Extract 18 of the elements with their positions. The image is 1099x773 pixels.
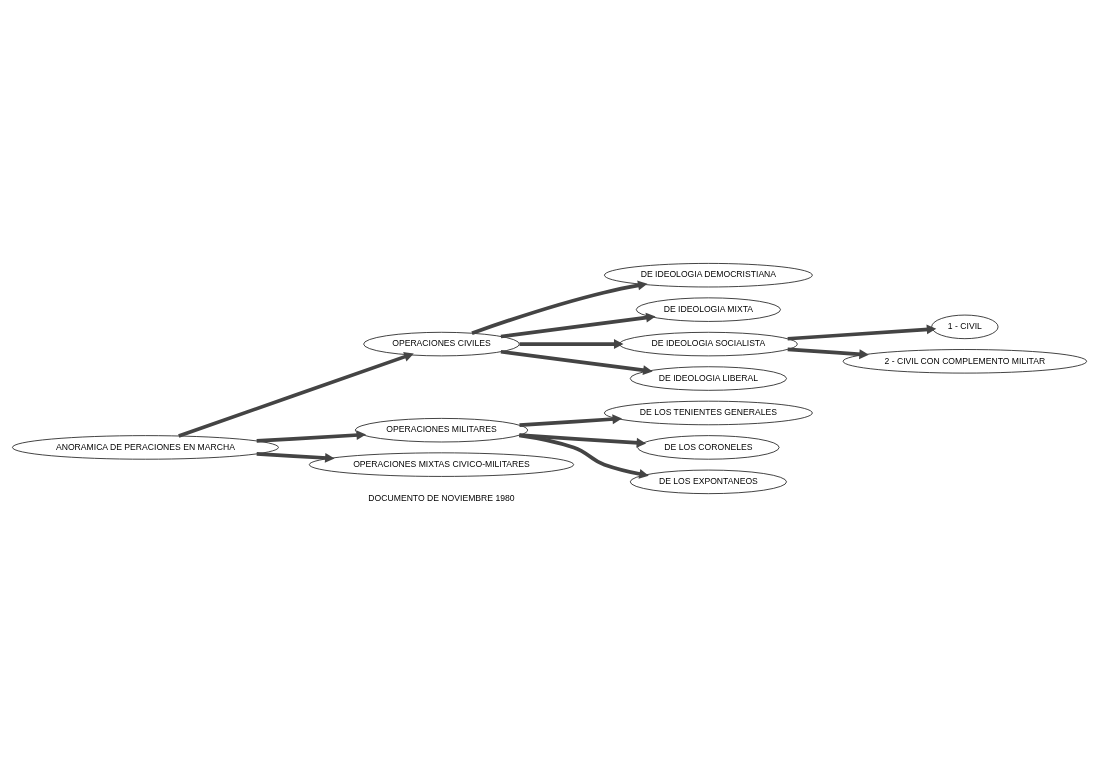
arrow — [471, 280, 648, 335]
label: DOCUMENTO DE NOVIEMBRE 1980 — [368, 492, 515, 503]
node-ellipse: OPERACIONES CIVILES — [363, 331, 520, 357]
node-ellipse: 1 - CIVIL — [931, 314, 999, 340]
arrow — [787, 347, 869, 360]
node-ellipse: DE IDEOLOGIA SOCIALISTA — [619, 331, 798, 357]
arrow — [787, 324, 937, 341]
arrow — [500, 349, 653, 376]
arrow — [256, 452, 335, 463]
arrow — [519, 339, 624, 350]
node-ellipse: ANORAMICA DE PERACIONES EN MARCHA — [12, 435, 279, 460]
arrow — [178, 352, 414, 438]
arrow — [256, 430, 367, 443]
arrow — [518, 433, 649, 479]
arrow — [519, 414, 623, 428]
node-ellipse: DE IDEOLOGIA DEMOCRISTIANA — [604, 263, 813, 288]
arrow — [500, 312, 656, 339]
arrow — [519, 433, 647, 448]
